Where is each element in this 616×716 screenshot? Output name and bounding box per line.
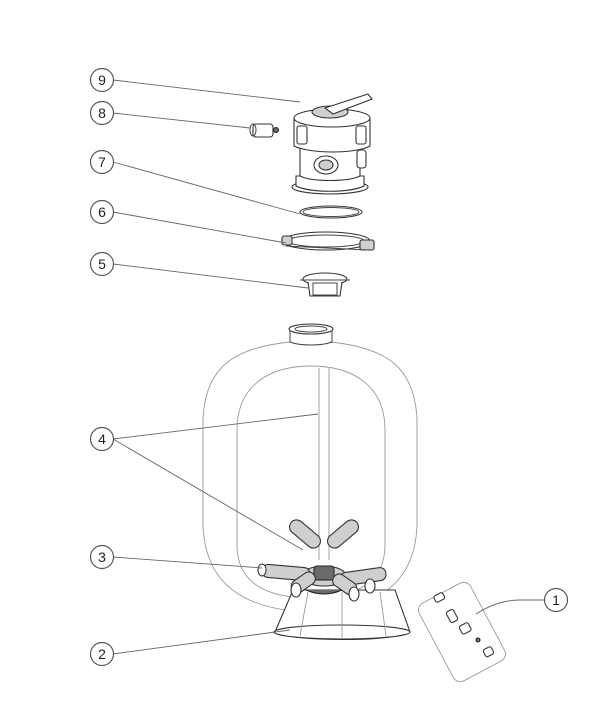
- callout-2: 2: [89, 641, 115, 667]
- tank-base: [273, 589, 411, 641]
- leader-lines: [112, 79, 544, 655]
- callout-9: 9: [89, 67, 115, 93]
- callout-4-label: 4: [98, 431, 106, 447]
- o-ring: [299, 205, 363, 219]
- callout-1: 1: [543, 587, 569, 613]
- callout-9-label: 9: [98, 72, 106, 88]
- callout-6-label: 6: [98, 204, 106, 220]
- clamp-ring: [281, 231, 375, 251]
- callout-4: 4: [89, 426, 115, 452]
- laterals: [257, 519, 387, 602]
- callout-2-label: 2: [98, 646, 106, 662]
- callout-6: 6: [89, 199, 115, 225]
- callout-1-label: 1: [552, 592, 560, 608]
- callout-8: 8: [89, 100, 115, 126]
- drain-kit: [418, 581, 506, 683]
- callout-3: 3: [89, 544, 115, 570]
- top-strainer: [300, 272, 350, 297]
- callout-3-label: 3: [98, 549, 106, 565]
- callout-5: 5: [89, 251, 115, 277]
- callout-8-label: 8: [98, 105, 106, 121]
- multiport-valve: [291, 93, 373, 195]
- callout-7: 7: [89, 149, 115, 175]
- standpipe-assembly: [257, 368, 387, 602]
- callout-7-label: 7: [98, 154, 106, 170]
- callout-5-label: 5: [98, 256, 106, 272]
- gauge-cap: [249, 123, 279, 138]
